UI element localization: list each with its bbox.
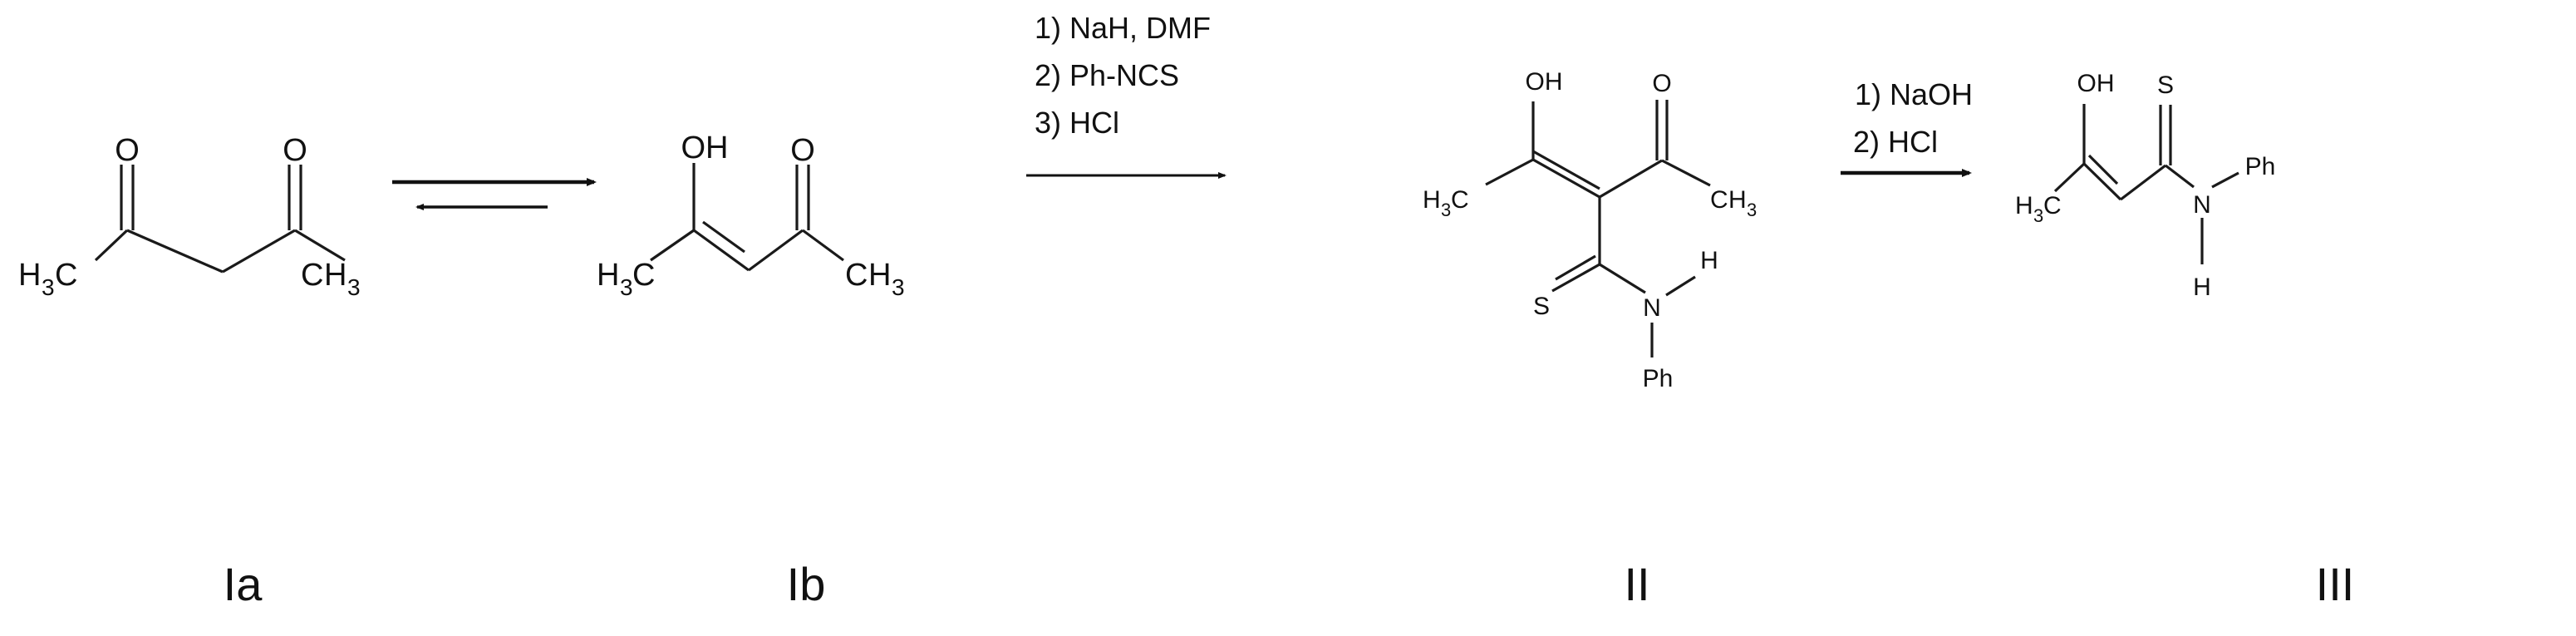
condition-step-3: 3) HCl [1035, 106, 1119, 140]
svg-text:C: C [55, 258, 77, 293]
hydrogen-atom: H [1700, 247, 1718, 274]
svg-text:H: H [868, 258, 891, 293]
svg-text:C: C [1451, 186, 1469, 214]
compound-label-ia: Ia [224, 558, 263, 610]
methyl-left: H 3 C [2015, 192, 2062, 226]
svg-text:H: H [324, 258, 347, 293]
svg-text:3: 3 [1441, 200, 1451, 220]
phenyl-group: Ph [2245, 153, 2276, 180]
condition-step-1: 1) NaOH [1855, 77, 1973, 111]
reaction-arrow-1: 1) NaH, DMF 2) Ph-NCS 3) HCl [1026, 11, 1227, 179]
condition-step-2: 2) Ph-NCS [1035, 58, 1179, 92]
methyl-right: C H 3 [301, 258, 361, 300]
svg-text:H: H [2015, 192, 2033, 219]
svg-text:3: 3 [347, 274, 361, 300]
methyl-right: C H 3 [1710, 186, 1757, 220]
oxygen-atom: O [283, 133, 307, 168]
compound-iii: OH S H 3 C N H Ph III [2015, 70, 2355, 610]
compound-label-iii: III [2316, 558, 2355, 610]
compound-label-ii: II [1624, 558, 1649, 610]
svg-text:H: H [597, 258, 619, 293]
svg-text:C: C [2043, 192, 2062, 219]
phenyl-group: Ph [1643, 365, 1674, 392]
svg-text:3: 3 [1747, 200, 1757, 220]
methyl-left: H 3 C [1423, 186, 1469, 220]
reaction-arrow-2: 1) NaOH 2) HCl [1841, 77, 1973, 177]
oxygen-atom: O [790, 133, 815, 168]
svg-text:H: H [1728, 186, 1747, 214]
svg-text:H: H [18, 258, 41, 293]
svg-text:3: 3 [2033, 205, 2043, 226]
hydroxyl-group: OH [681, 131, 729, 165]
svg-text:C: C [632, 258, 655, 293]
sulfur-atom: S [1533, 293, 1550, 320]
svg-text:3: 3 [42, 274, 55, 300]
svg-text:H: H [1423, 186, 1441, 214]
svg-text:C: C [301, 258, 323, 293]
svg-text:C: C [1710, 186, 1728, 214]
compound-ia: O O H 3 C C H 3 Ia [18, 133, 361, 610]
oxygen-atom: O [1652, 70, 1671, 97]
svg-text:3: 3 [620, 274, 633, 300]
nitrogen-atom: N [2193, 191, 2211, 219]
hydroxyl-group: OH [1526, 68, 1563, 96]
hydroxyl-group: OH [2077, 70, 2115, 97]
svg-text:C: C [845, 258, 868, 293]
condition-step-2: 2) HCl [1853, 125, 1938, 159]
methyl-left: H 3 C [597, 258, 655, 300]
nitrogen-atom: N [1643, 294, 1661, 322]
svg-text:3: 3 [892, 274, 905, 300]
hydrogen-atom: H [2193, 274, 2211, 301]
equilibrium-arrow [392, 178, 597, 210]
compound-ib: OH O H 3 C C H 3 Ib [597, 131, 905, 610]
compound-ii: OH O H 3 C C H 3 S N H Ph II [1423, 68, 1757, 610]
sulfur-atom: S [2157, 71, 2174, 99]
compound-label-ib: Ib [787, 558, 826, 610]
methyl-right: C H 3 [845, 258, 905, 300]
methyl-left: H 3 C [18, 258, 77, 300]
condition-step-1: 1) NaH, DMF [1035, 11, 1211, 45]
oxygen-atom: O [115, 133, 140, 168]
